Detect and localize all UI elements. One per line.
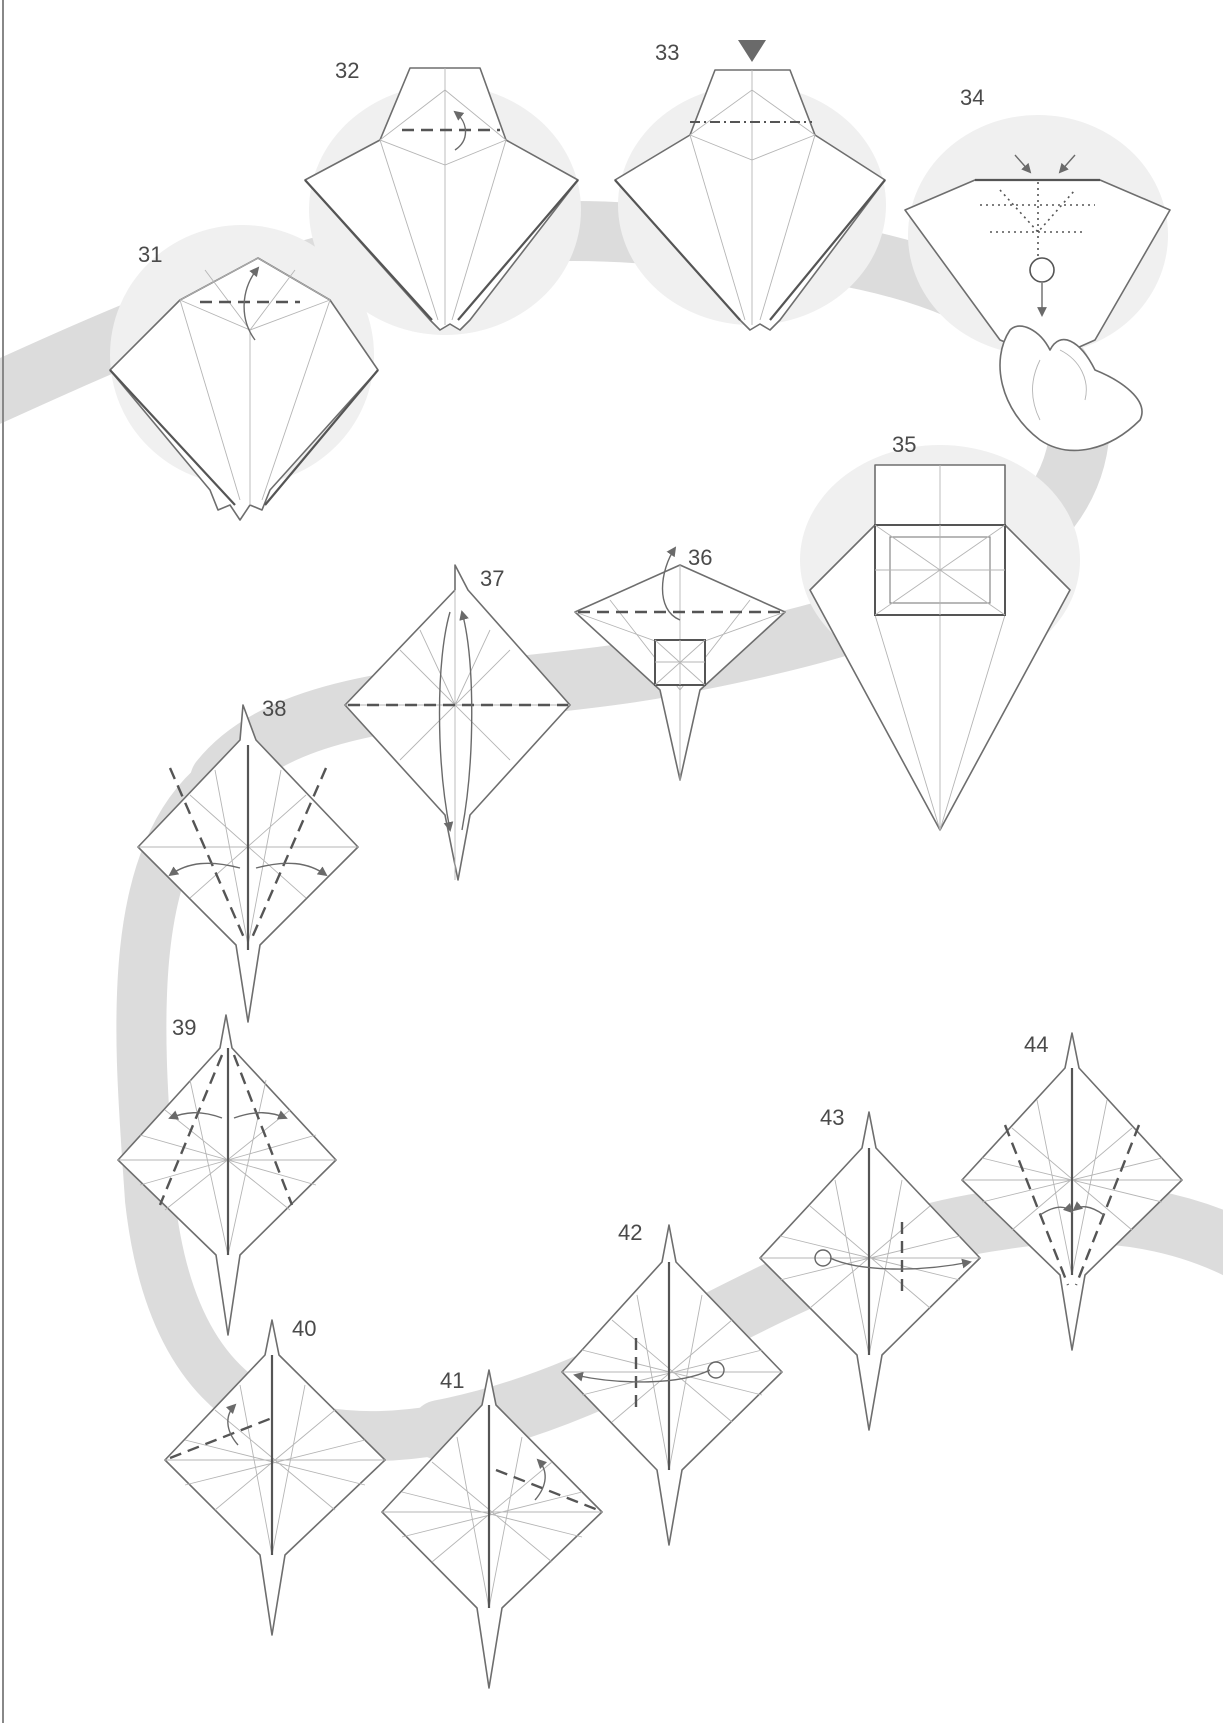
step-31-number: 31	[138, 242, 162, 267]
step-33-diagram	[615, 40, 886, 330]
step-35-diagram	[800, 445, 1080, 830]
step-38-diagram	[138, 705, 358, 1022]
step-32-diagram	[305, 68, 581, 335]
step-32-number: 32	[335, 58, 359, 83]
step-40-number: 40	[292, 1316, 316, 1341]
step-44-diagram	[962, 1033, 1182, 1350]
step-37-number: 37	[480, 566, 504, 591]
step-43-diagram	[760, 1112, 980, 1430]
step-35-number: 35	[892, 432, 916, 457]
step-42-number: 42	[618, 1220, 642, 1245]
step-43-number: 43	[820, 1105, 844, 1130]
step-41-number: 41	[440, 1368, 464, 1393]
step-36-number: 36	[688, 545, 712, 570]
step-44-number: 44	[1024, 1032, 1048, 1057]
step-33-number: 33	[655, 40, 679, 65]
step-39-number: 39	[172, 1015, 196, 1040]
step-34-diagram	[905, 115, 1170, 450]
step-34-number: 34	[960, 85, 984, 110]
step-37-diagram	[345, 565, 570, 880]
step-38-number: 38	[262, 696, 286, 721]
